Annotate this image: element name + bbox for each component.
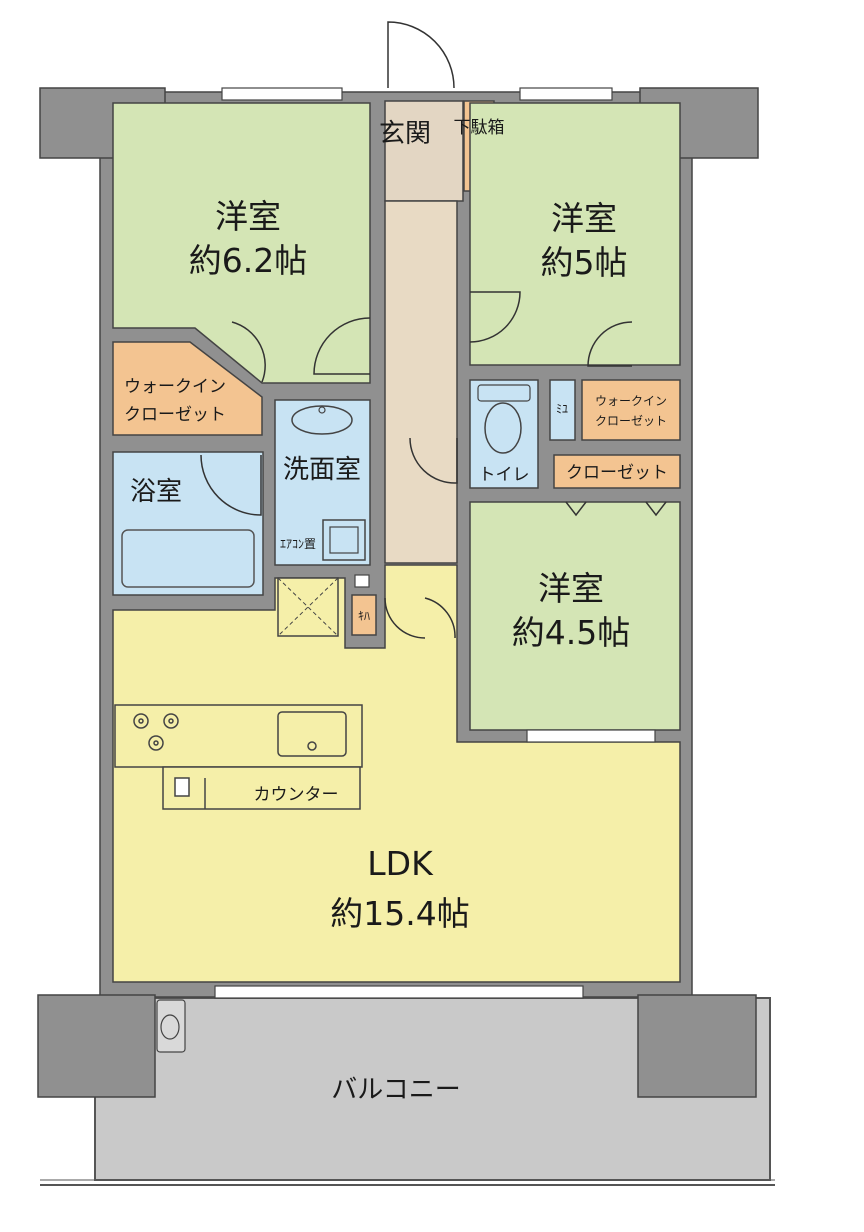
walk-in-closet-2-line1: ウォークイン xyxy=(595,394,667,408)
western-room-2-name: 洋室 xyxy=(551,199,617,238)
aircon-place-label: ｴｱｺﾝ置 xyxy=(280,537,316,551)
washing-machine xyxy=(322,519,366,561)
storage-small xyxy=(549,379,576,441)
western-room-2 xyxy=(469,102,681,366)
pantry xyxy=(277,577,339,637)
door-swings xyxy=(200,21,667,639)
closet xyxy=(553,454,681,489)
walk-in-closet-2 xyxy=(581,379,681,441)
sink xyxy=(277,711,347,757)
entrance-label: 玄関 xyxy=(379,119,431,149)
washroom-label: 洗面室 xyxy=(283,455,361,485)
walk-in-closet-1-line2: クローゼット xyxy=(124,405,226,425)
balcony-label: バルコニー xyxy=(331,1075,460,1105)
pillar-bottom-left xyxy=(37,994,156,1098)
shoe-box-label: 下駄箱 xyxy=(454,118,505,138)
entrance-floor xyxy=(384,100,464,202)
stove-icon xyxy=(133,713,179,751)
washbasin-icon xyxy=(291,405,353,435)
bathtub xyxy=(121,529,255,588)
toilet-label: トイレ xyxy=(479,465,530,485)
pillar-bottom-right xyxy=(637,994,757,1098)
closet-label: クローゼット xyxy=(566,463,668,483)
ldk-size: 約15.4帖 xyxy=(330,894,469,933)
balcony-faucet-icon xyxy=(160,1014,180,1040)
storage-b-label: ｷﾊ xyxy=(358,609,370,623)
ldk-room xyxy=(112,564,681,983)
western-room-1 xyxy=(112,102,371,384)
western-room-3-size: 約4.5帖 xyxy=(512,613,630,652)
western-room-3-name: 洋室 xyxy=(538,569,604,608)
western-room-3 xyxy=(469,501,681,731)
walk-in-closet-2-line2: クローゼット xyxy=(595,414,667,428)
hallway xyxy=(384,200,458,564)
walk-in-closet-1 xyxy=(112,341,263,436)
counter-label: カウンター xyxy=(254,785,339,805)
ldk-name: LDK xyxy=(367,844,434,883)
walk-in-closet-1-line1: ウォークイン xyxy=(124,377,226,397)
bar-counter xyxy=(162,766,361,810)
western-room-2-size: 約5帖 xyxy=(541,243,628,282)
pillar-small xyxy=(174,777,190,797)
storage-a-label: ﾐﾕ xyxy=(556,402,568,416)
western-room-1-name: 洋室 xyxy=(215,197,281,236)
bath-label: 浴室 xyxy=(130,477,182,507)
toilet-icon xyxy=(484,402,522,454)
western-room-1-size: 約6.2帖 xyxy=(189,241,307,280)
storage-b xyxy=(351,594,377,636)
windows xyxy=(214,87,656,999)
